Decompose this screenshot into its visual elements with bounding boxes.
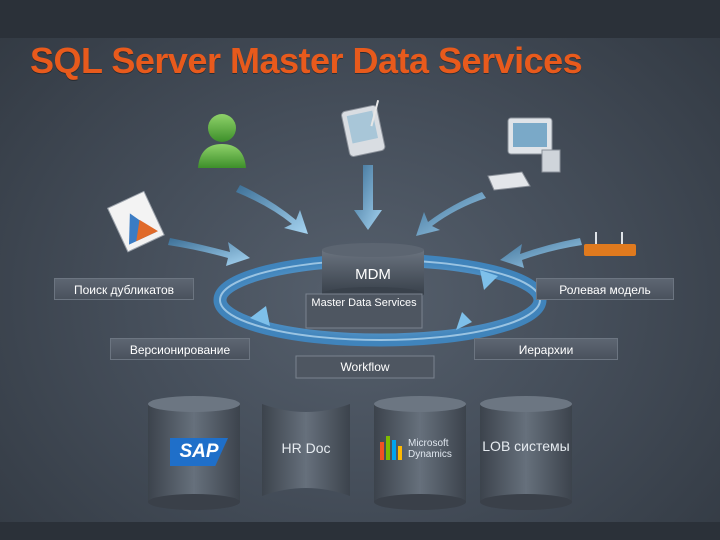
hr-doc-label: HR Doc [281, 440, 331, 456]
hr-doc-shape [262, 404, 350, 496]
chart-document-icon [106, 190, 165, 253]
label-duplicates: Поиск дубликатов [54, 278, 194, 300]
arrow-from-computer [416, 192, 486, 236]
arrow-from-pda [354, 165, 382, 230]
mdm-title: MDM [355, 266, 391, 283]
top-band [0, 0, 720, 38]
mds-label: Master Data Services [311, 297, 417, 309]
desktop-computer-icon [487, 117, 561, 191]
ms-dynamics-label: Microsoft Dynamics [408, 438, 452, 460]
network-router-icon [584, 232, 636, 256]
arrow-from-router [500, 238, 582, 268]
incoming-arrows [168, 165, 582, 268]
label-role-model: Ролевая модель [536, 278, 674, 300]
arrow-from-chart [168, 238, 250, 266]
ring-arrowhead-left [250, 306, 270, 326]
label-hierarchies: Иерархии [474, 338, 618, 360]
pda-icon [341, 99, 386, 157]
bottom-band [0, 522, 720, 540]
slide-title: SQL Server Master Data Services [30, 40, 583, 81]
mds-box [305, 293, 423, 329]
ring-arrowhead-right [480, 270, 498, 290]
lob-label: LOB системы [482, 438, 570, 454]
ring-arrowhead-bottom [456, 312, 472, 330]
workflow-box [295, 355, 435, 379]
label-versioning: Версионирование [110, 338, 250, 360]
ms-dynamics-logo-mark [380, 436, 402, 460]
workflow-label: Workflow [340, 360, 390, 374]
user-icon [198, 114, 246, 168]
lob-cylinder [480, 396, 572, 510]
arrow-from-user [236, 185, 308, 234]
